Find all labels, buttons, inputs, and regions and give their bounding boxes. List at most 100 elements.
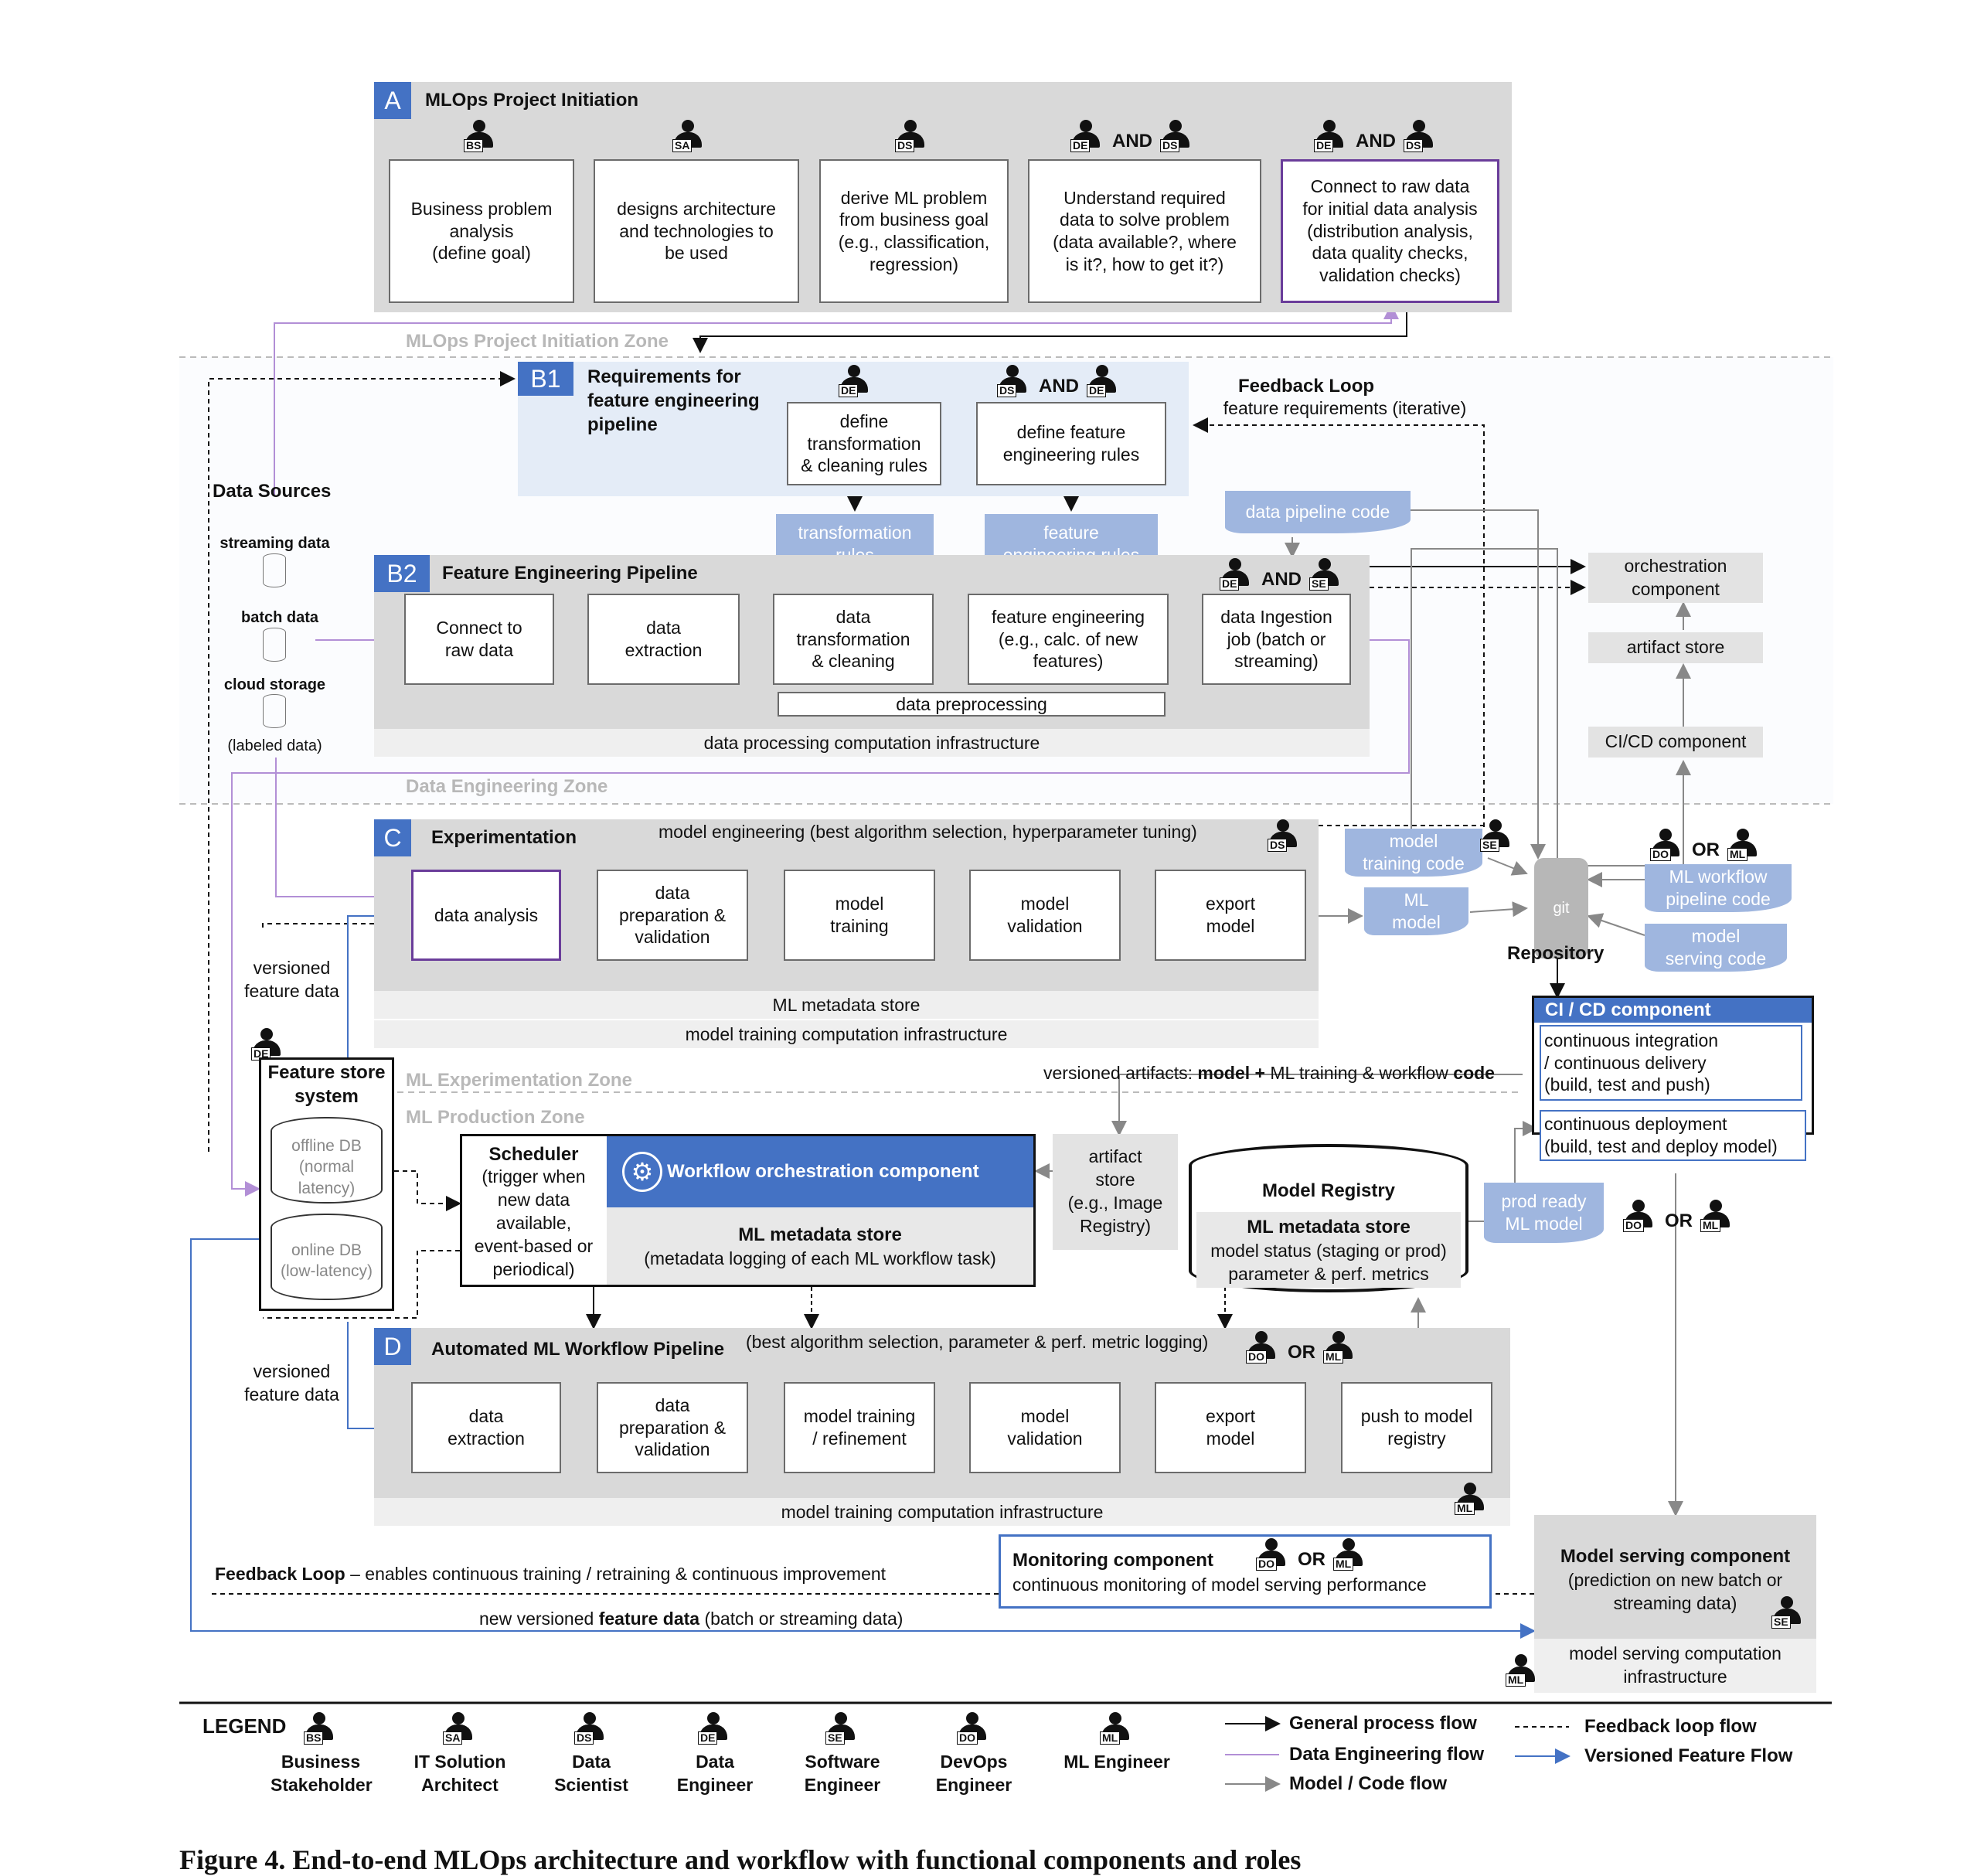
online-db: online DB (low-latency) [271, 1214, 383, 1300]
zone-ml-experimentation: ML Experimentation Zone [406, 1070, 632, 1091]
panel-d-title: Automated ML Workflow Pipeline [431, 1339, 725, 1360]
d-step-6: push to model registry [1341, 1382, 1492, 1473]
b2-step-2: data extraction [587, 594, 740, 685]
model-serving-infra: model serving computation infrastructure [1534, 1639, 1816, 1693]
registry-meta: ML metadata store [1247, 1217, 1411, 1238]
c-infra: model training computation infrastructur… [374, 1020, 1319, 1048]
artifact-store-right: artifact store [1588, 632, 1763, 663]
cloud-db-icon [263, 694, 286, 728]
panel-d [374, 1328, 1510, 1498]
zone-ml-production: ML Production Zone [406, 1107, 585, 1128]
legend-flow-model-code: Model / Code flow [1289, 1773, 1447, 1794]
batch-db-icon [263, 628, 286, 662]
legend-flow-feedback: Feedback loop flow [1584, 1716, 1757, 1737]
doc-model-training-code: model training code [1345, 829, 1482, 877]
role-de-icon: DE [839, 365, 873, 397]
cicd-ci: continuous integration / continuous deli… [1540, 1025, 1802, 1101]
source-batch: batch data [240, 609, 319, 626]
d-infra: model training computation infrastructur… [374, 1498, 1510, 1526]
legend-flow-general: General process flow [1289, 1713, 1477, 1734]
repository-label: Repository [1507, 943, 1605, 964]
b2-step-5: data Ingestion job (batch or streaming) [1202, 594, 1351, 685]
model-serving-component [1534, 1515, 1816, 1639]
b2-step-4: feature engineering (e.g., calc. of new … [968, 594, 1169, 685]
c-step-5: export model [1155, 870, 1306, 961]
monitoring-component [999, 1534, 1492, 1609]
c-step-2: data preparation & validation [597, 870, 748, 961]
feedback-loop-title: Feedback Loop [1237, 376, 1375, 397]
doc-data-pipeline-code: data pipeline code [1225, 491, 1411, 533]
source-streaming: streaming data [219, 535, 330, 552]
versioned-feature-data-bottom: versioned feature data [244, 1361, 339, 1404]
workflow-meta-bg [607, 1207, 1033, 1285]
doc-prod-ready-model: prod ready ML model [1484, 1183, 1604, 1243]
data-sources-title: Data Sources [213, 481, 332, 502]
feature-store-title: Feature store system [267, 1062, 386, 1108]
b1-step-2: define feature engineering rules [976, 402, 1166, 485]
zone-data-engineering: Data Engineering Zone [406, 776, 608, 797]
streaming-db-icon [263, 553, 286, 587]
workflow-title: Workflow orchestration component [607, 1136, 1033, 1207]
doc-ml-model: ML model [1364, 887, 1468, 935]
panel-c-letter: C [374, 819, 411, 856]
b2-preprocessing: data preprocessing [778, 692, 1166, 717]
scheduler-text: (trigger when new data available, event-… [474, 1166, 594, 1279]
c-meta-store: ML metadata store [374, 991, 1319, 1019]
feedback-loop-bottom: Feedback Loop – enables continuous train… [215, 1564, 887, 1584]
model-serving-sub: (prediction on new batch or streaming da… [1567, 1570, 1783, 1613]
legend-title: LEGEND [202, 1714, 287, 1738]
d-step-4: model validation [969, 1382, 1121, 1473]
cicd-title: CI / CD component [1534, 998, 1812, 1023]
model-serving-title: Model serving component [1560, 1546, 1791, 1567]
d-step-2: data preparation & validation [597, 1382, 748, 1473]
versioned-feature-data-top: versioned feature data [244, 958, 339, 1001]
doc-model-serving-code: model serving code [1645, 924, 1787, 972]
panel-a-title: MLOps Project Initiation [425, 90, 639, 111]
a-step-4: Understand required data to solve proble… [1028, 159, 1261, 303]
panel-d-note: (best algorithm selection, parameter & p… [746, 1332, 1209, 1352]
new-feature-data-label: new versioned feature data (batch or str… [479, 1609, 904, 1629]
panel-a-letter: A [374, 82, 411, 119]
workflow-meta-sub: (metadata logging of each ML workflow ta… [644, 1248, 996, 1268]
d-step-5: export model [1155, 1382, 1306, 1473]
feedback-loop-sub: feature requirements (iterative) [1223, 398, 1467, 418]
figure-caption: Figure 4. End-to-end MLOps architecture … [179, 1844, 1302, 1875]
panel-b2-letter: B2 [374, 555, 430, 592]
panel-b1-title: Requirements for feature engineering pip… [587, 366, 760, 436]
role-ml-icon-d: ML [1455, 1483, 1489, 1515]
monitoring-title: Monitoring component [1012, 1550, 1213, 1571]
role-sa-icon: SA [672, 120, 706, 152]
role-ml-icon-serving: ML [1506, 1654, 1540, 1687]
artifact-store-prod: artifact store (e.g., Image Registry) [1053, 1134, 1178, 1250]
legend-flow-data-eng: Data Engineering flow [1289, 1744, 1485, 1765]
panel-d-letter: D [374, 1328, 411, 1365]
role-ds-icon: DS [895, 120, 929, 152]
d-step-1: data extraction [411, 1382, 561, 1473]
legend-flow-versioned: Versioned Feature Flow [1584, 1745, 1793, 1766]
panel-b2-title: Feature Engineering Pipeline [442, 563, 698, 584]
registry-sub: model status (staging or prod) parameter… [1210, 1241, 1447, 1284]
cicd-cd: continuous deployment (build, test and d… [1540, 1110, 1806, 1161]
b2-infra: data processing computation infrastructu… [374, 729, 1370, 757]
role-de-icon-fs: DE [251, 1028, 285, 1061]
orchestration-component: orchestration component [1588, 553, 1763, 603]
monitoring-sub: continuous monitoring of model serving p… [1012, 1575, 1427, 1595]
git-repository-icon: git [1534, 858, 1588, 958]
panel-c-note: model engineering (best algorithm select… [658, 822, 1197, 842]
c-step-3: model training [784, 870, 935, 961]
source-cloud: cloud storage [223, 676, 326, 693]
a-step-5: Connect to raw data for initial data ana… [1281, 159, 1499, 303]
cicd-component-small: CI/CD component [1588, 727, 1763, 758]
scheduler-title: Scheduler [488, 1144, 579, 1165]
d-step-3: model training / refinement [784, 1382, 935, 1473]
offline-db: offline DB (normal latency) [271, 1117, 383, 1204]
